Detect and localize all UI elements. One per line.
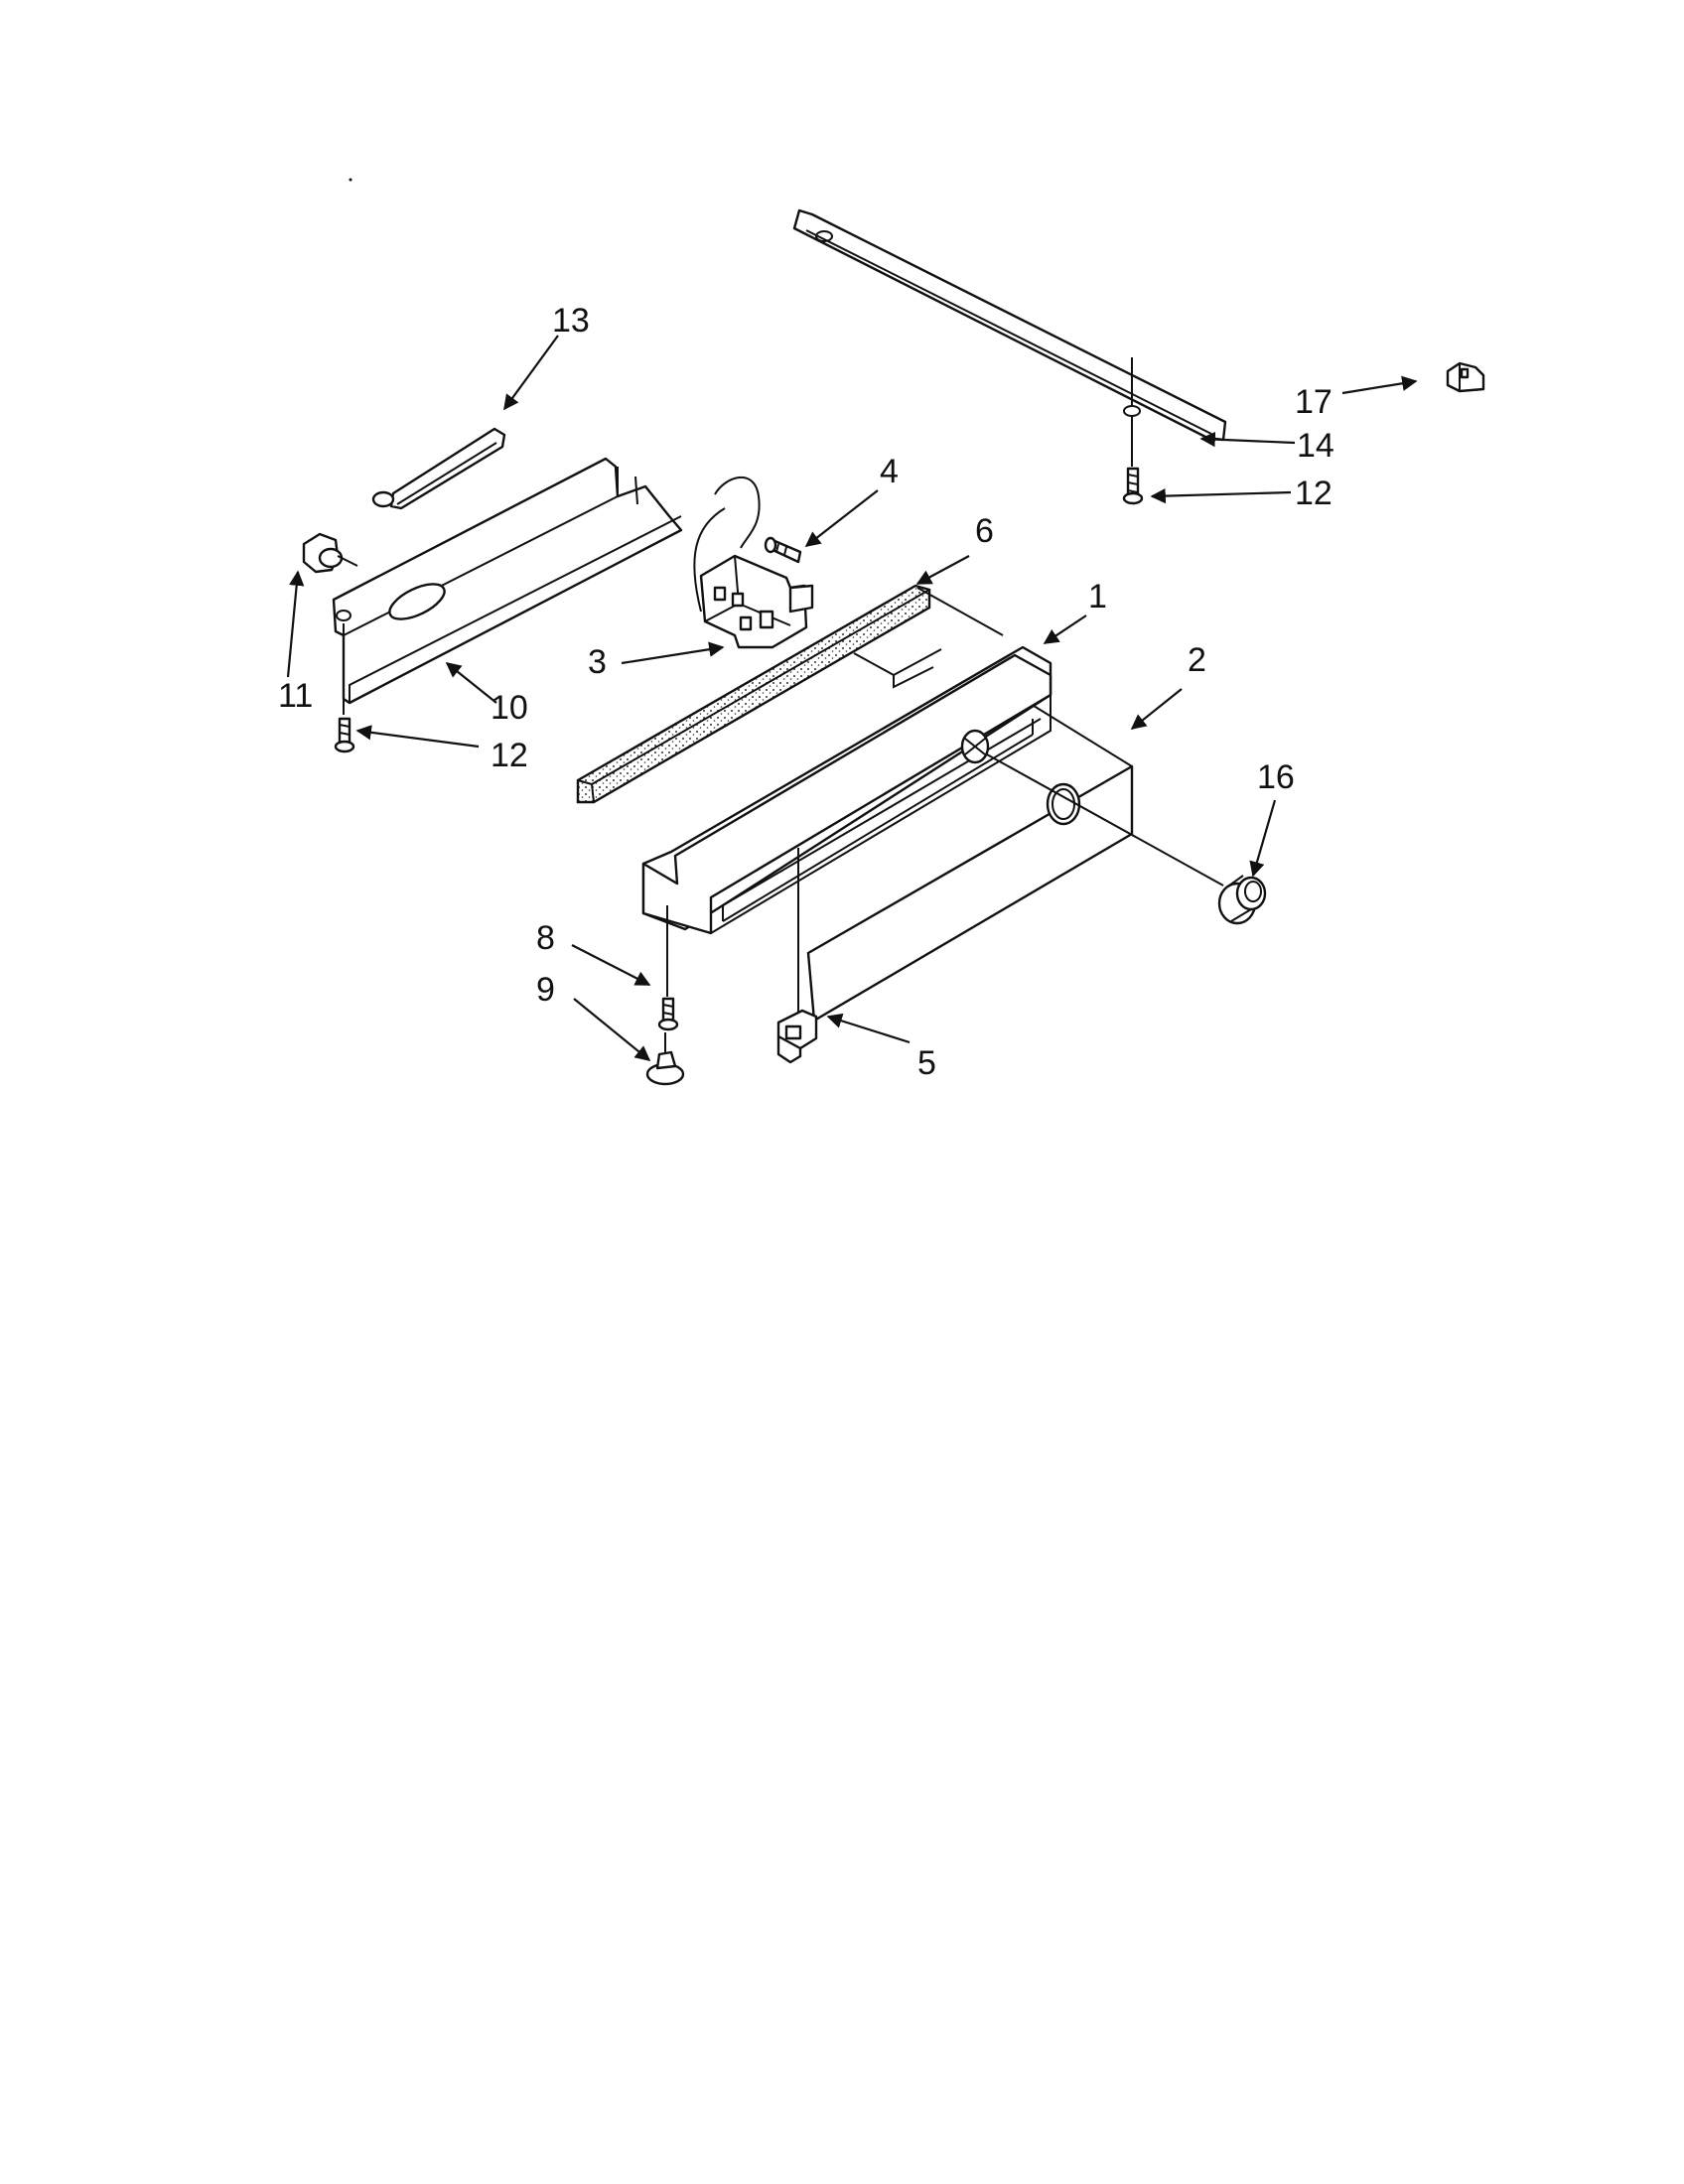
callout-14: 14 bbox=[1297, 427, 1334, 465]
part-16-grommet bbox=[1217, 875, 1267, 925]
callout-11: 11 bbox=[278, 677, 313, 715]
callout-16: 16 bbox=[1257, 758, 1295, 796]
callout-10: 10 bbox=[491, 689, 528, 727]
stray-dot bbox=[349, 178, 352, 182]
part-8-screw bbox=[657, 997, 679, 1031]
callout-1: 1 bbox=[1088, 578, 1107, 615]
part-11-clamp bbox=[302, 532, 358, 574]
part-1-housing bbox=[641, 645, 1052, 1017]
callout-4: 4 bbox=[880, 453, 899, 490]
callout-3: 3 bbox=[588, 643, 607, 681]
part-14-top-bracket bbox=[792, 208, 1227, 467]
housing-guidelines bbox=[853, 587, 1004, 689]
part-13-sensor bbox=[371, 427, 506, 510]
callout-12-left: 12 bbox=[491, 737, 528, 774]
callout-labels: 13 17 14 12 4 6 1 2 3 11 10 12 16 8 9 5 bbox=[278, 302, 1334, 1082]
part-3-thermostat bbox=[693, 477, 814, 649]
part-5-switch bbox=[776, 1009, 818, 1064]
part-10-left-bracket bbox=[332, 457, 683, 715]
part-12-screw-left bbox=[334, 717, 355, 753]
part-4-screw bbox=[764, 536, 802, 564]
callout-5: 5 bbox=[917, 1044, 936, 1082]
callout-8: 8 bbox=[536, 919, 555, 957]
callout-13: 13 bbox=[552, 302, 590, 340]
part-16-guideline bbox=[986, 753, 1224, 887]
leader-lines bbox=[286, 335, 1418, 1061]
callout-2: 2 bbox=[1188, 641, 1206, 679]
callout-17: 17 bbox=[1295, 383, 1333, 421]
callout-6: 6 bbox=[975, 512, 994, 550]
part-9-foot bbox=[645, 1032, 685, 1086]
callout-12-right: 12 bbox=[1295, 475, 1333, 512]
part-12-screw-right bbox=[1122, 467, 1144, 505]
part-17-clip bbox=[1446, 361, 1485, 393]
part-6-gasket bbox=[576, 584, 931, 804]
callout-9: 9 bbox=[536, 971, 555, 1009]
